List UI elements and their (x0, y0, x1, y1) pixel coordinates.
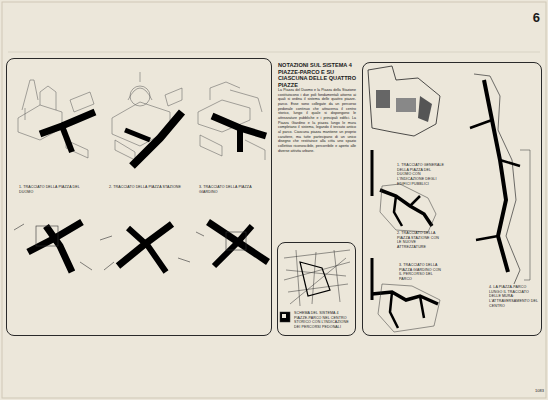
archive-number: 1083 (522, 388, 544, 393)
caption: SCHEMA DEL SISTEMA 4 PIAZZE-PARCO NEL CE… (294, 311, 352, 330)
body-text: La Piazza del Duomo e la Piazza della St… (278, 88, 356, 153)
caption: 2. TRACCIATO DELLA PIAZZA STAZIONE CON L… (397, 231, 443, 250)
caption: 3. TRACCIATO DELLA PIAZZA GIARDINO (199, 185, 269, 194)
schema-box: SCHEMA DEL SISTEMA 4 PIAZZE-PARCO NEL CE… (277, 242, 356, 336)
caption: 1. TRACCIATO GENERALE DELLA PIAZZA DEL D… (397, 163, 445, 186)
caption: 2. TRACCIATO DELLA PIAZZA STAZIONE (109, 185, 183, 190)
caption: 1. TRACCIATO DELLA PIAZZA DEL DUOMO (19, 185, 91, 194)
caption: 4. LA PIAZZA-PARCO LUNGO IL TRACCIATO DE… (489, 285, 539, 308)
right-panel: 1. TRACCIATO GENERALE DELLA PIAZZA DEL D… (362, 62, 542, 336)
left-panel: 1. TRACCIATO DELLA PIAZZA DEL DUOMO 2. TR… (6, 58, 272, 336)
board-title: NOTAZIONI SUL SISTEMA 4 PIAZZE-PARCO E S… (278, 62, 356, 89)
plan-outlines (14, 224, 246, 270)
caption: 3. TRACCIATO DELLA PIAZZA GIARDINO CON I… (399, 263, 443, 282)
isometric-sketches (18, 72, 265, 160)
sheet-number: 6 (520, 10, 540, 27)
square-paths (28, 112, 268, 272)
